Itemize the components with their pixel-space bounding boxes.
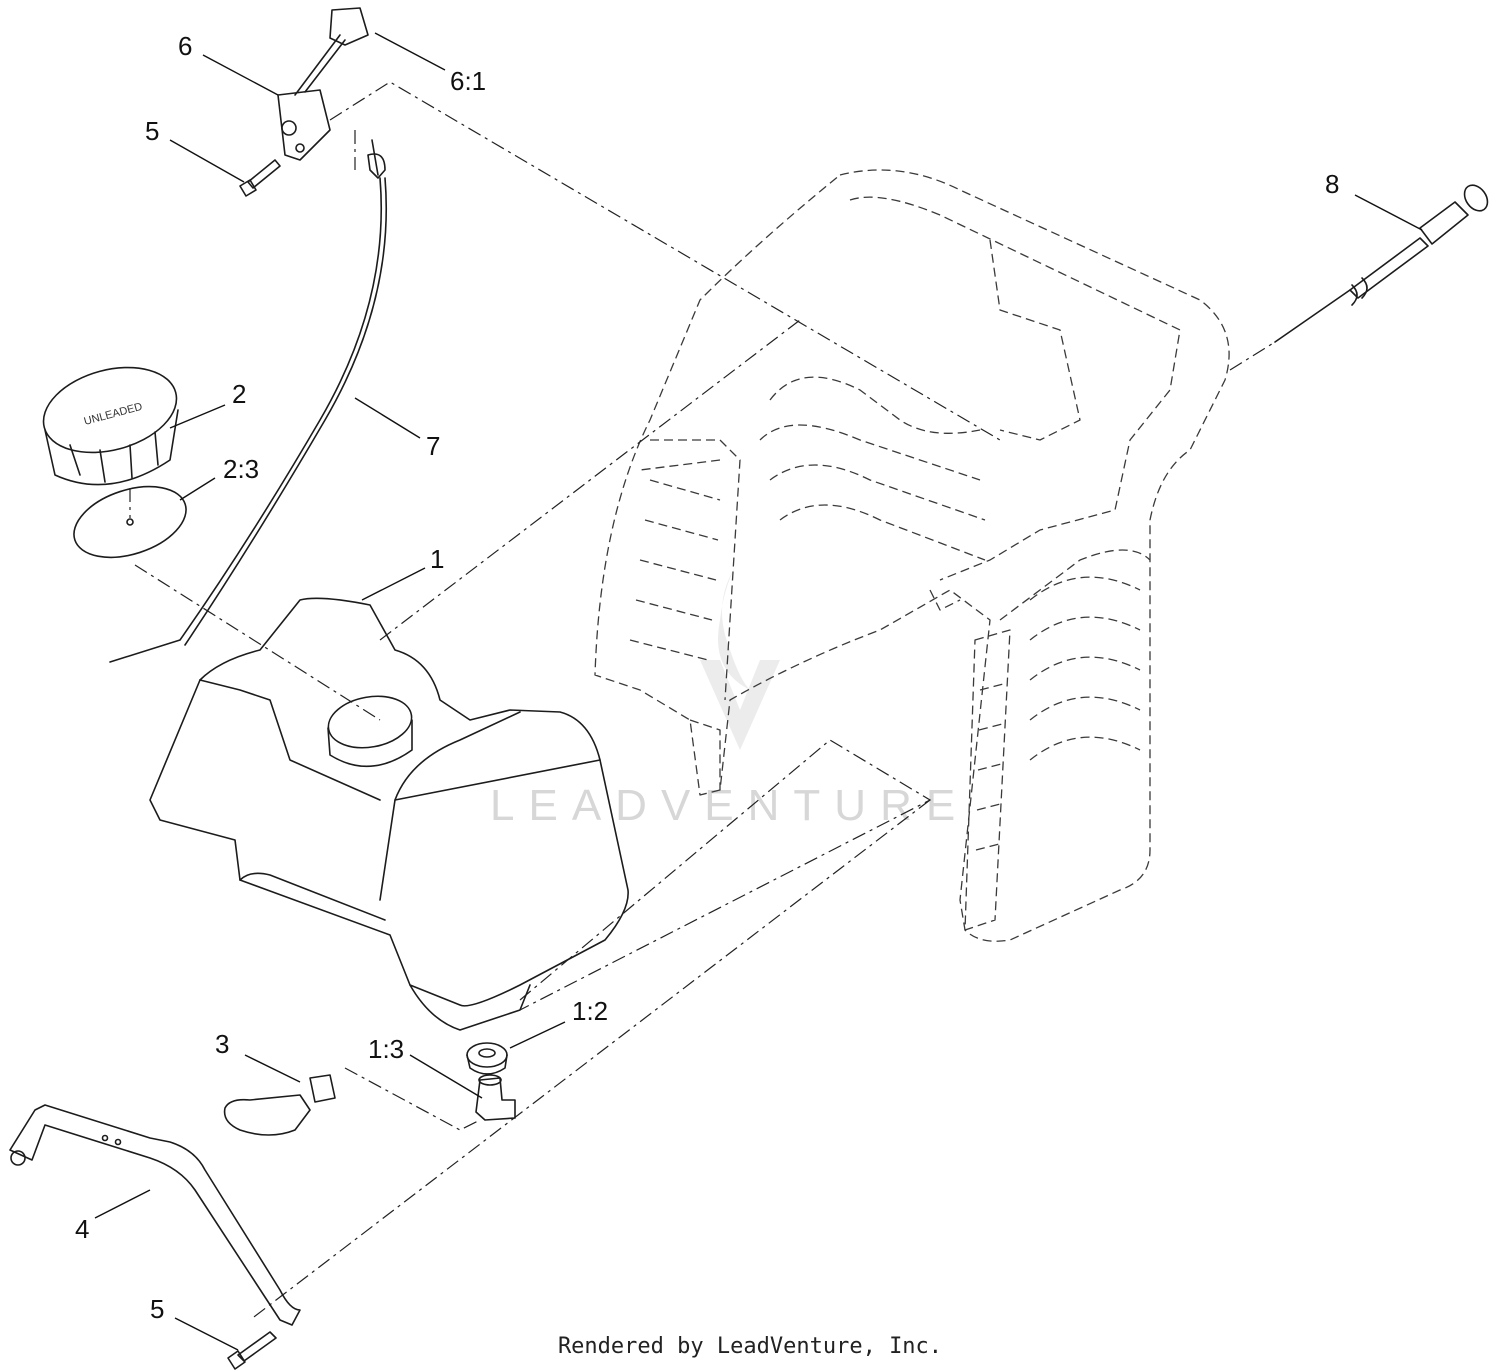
- callout-8: 8: [1325, 169, 1339, 199]
- watermark-text: LEADVENTURE: [490, 781, 969, 830]
- cable-part-7: [109, 139, 388, 663]
- hood-ghost-outline: [594, 169, 1230, 942]
- screw-part-5-top: [239, 159, 281, 197]
- grommet-part-1-2: [466, 1042, 508, 1075]
- fuel-sender-part-6: [277, 7, 369, 161]
- callout-2: 2: [232, 379, 246, 409]
- assembly-phantom-lines: [134, 81, 1276, 1321]
- fuel-tank-part-1: [149, 597, 629, 1031]
- callout-6: 6: [178, 31, 192, 61]
- watermark: LEADVENTURE: [490, 560, 969, 830]
- elbow-fitting-part-1-3: [475, 1074, 516, 1121]
- cap-gasket-part-2-3: [73, 485, 187, 559]
- callout-1-2: 1:2: [572, 996, 608, 1026]
- callout-5-top: 5: [145, 116, 159, 146]
- callout-1: 1: [430, 544, 444, 574]
- callout-labels: 6 6:1 5 8 2 7 2:3 1 1:2 3 1:3 4 5: [75, 31, 1339, 1324]
- callout-5-bottom: 5: [150, 1294, 164, 1324]
- screw-part-5-bottom: [227, 1331, 277, 1370]
- hose-clamp-part-3: [223, 1074, 336, 1136]
- fuel-cap-part-2: UNLEADED: [42, 366, 179, 486]
- callout-7: 7: [426, 431, 440, 461]
- callout-3: 3: [215, 1029, 229, 1059]
- callout-4: 4: [75, 1214, 89, 1244]
- control-cable-part-8: [1274, 184, 1489, 343]
- callout-1-3: 1:3: [368, 1034, 404, 1064]
- fuel-cap-text: UNLEADED: [83, 401, 144, 428]
- callout-2-3: 2:3: [223, 454, 259, 484]
- callout-6-1: 6:1: [450, 66, 486, 96]
- leader-lines: [94, 32, 1423, 1351]
- render-credit: Rendered by LeadVenture, Inc.: [557, 1334, 943, 1359]
- strap-part-4: [9, 1104, 301, 1326]
